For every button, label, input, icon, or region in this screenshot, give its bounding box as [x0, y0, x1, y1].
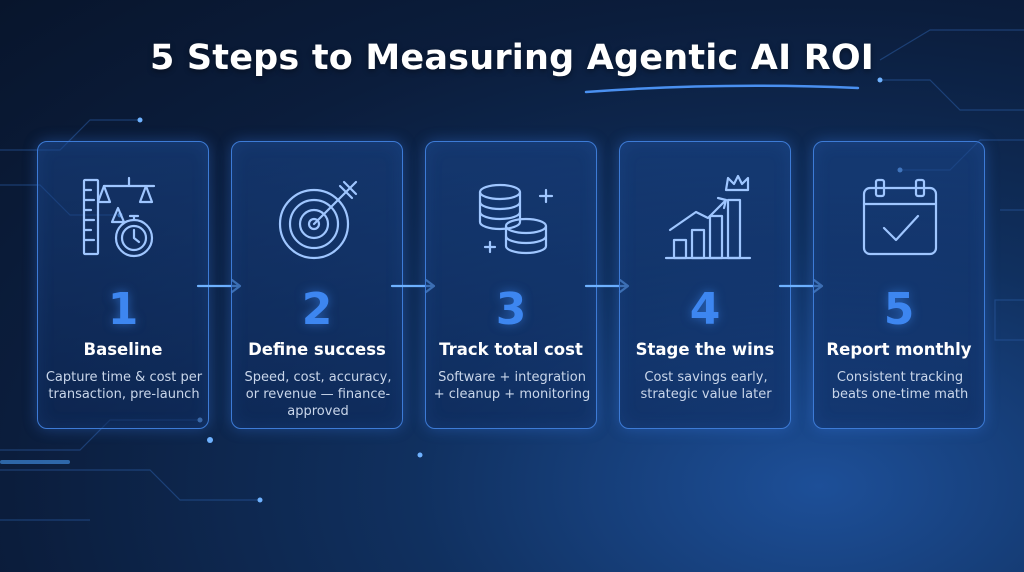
coins-icon: [478, 183, 554, 255]
header: 5 Steps to Measuring Agentic AI ROI: [0, 38, 1024, 78]
step-description: Capture time & cost per transaction, pre…: [45, 370, 203, 402]
step-number: 5: [883, 284, 915, 335]
target-icon: [278, 180, 358, 260]
step-card-5: 5 Report monthly Consistent tracking bea…: [813, 141, 985, 429]
title-underline: [584, 84, 860, 94]
step-title: Stage the wins: [635, 340, 775, 359]
step-title: Track total cost: [439, 340, 583, 359]
growth-chart-crown-icon: [664, 174, 752, 260]
step-card-3: 3 Track total cost Software + integratio…: [425, 141, 597, 429]
step-number: 4: [689, 284, 721, 335]
step-number: 3: [495, 284, 527, 335]
step-description: Cost savings early, strategic value late…: [640, 370, 772, 402]
step-number: 1: [107, 284, 139, 335]
step-card-1: 1 Baseline Capture time & cost per trans…: [37, 141, 209, 429]
step-card-2: 2 Define success Speed, cost, accuracy, …: [231, 141, 403, 429]
ruler-scale-stopwatch-icon: [82, 176, 156, 258]
step-description: Software + integration + cleanup + monit…: [433, 370, 591, 402]
step-title: Report monthly: [826, 340, 972, 359]
step-description: Speed, cost, accuracy, or revenue — fina…: [244, 370, 392, 419]
step-title: Define success: [248, 340, 386, 359]
step-number: 2: [301, 284, 333, 335]
step-description: Consistent tracking beats one-time math: [831, 370, 969, 402]
step-card-4: 4 Stage the wins Cost savings early, str…: [619, 141, 791, 429]
calendar-check-icon: [862, 178, 938, 256]
page-title: 5 Steps to Measuring Agentic AI ROI: [149, 38, 875, 78]
step-title: Baseline: [83, 340, 163, 359]
